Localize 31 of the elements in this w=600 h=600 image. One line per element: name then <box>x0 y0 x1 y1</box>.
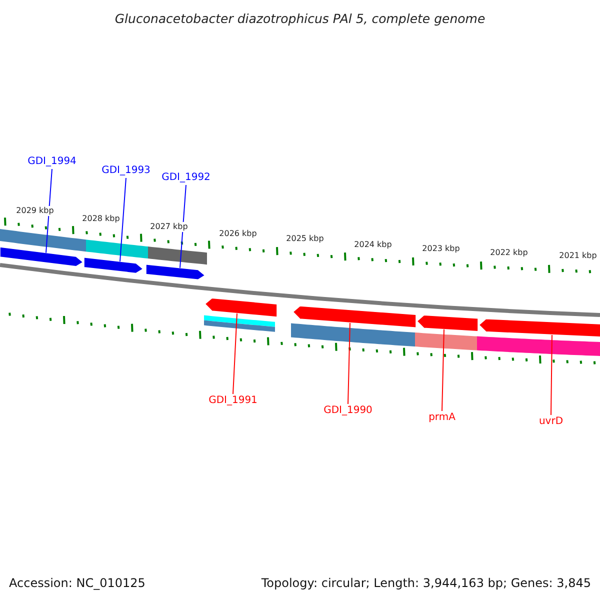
leader-line <box>46 168 52 254</box>
gene-feature <box>416 314 478 332</box>
scale-label: 2029 kbp <box>16 206 54 216</box>
genome-summary: Topology: circular; Length: 3,944,163 bp; Genes: 3,845 <box>261 575 591 592</box>
scale-label: 2025 kbp <box>286 234 324 244</box>
gene-label: GDI_1991 <box>208 394 258 408</box>
scale-label: 2024 kbp <box>354 240 392 250</box>
gene-feature <box>84 256 144 274</box>
scale-label: 2026 kbp <box>219 228 257 239</box>
scale-label: 2027 kbp <box>150 222 188 232</box>
scale-label: 2021 kbp <box>559 251 597 262</box>
gene-feature <box>204 298 278 318</box>
leader-line <box>232 312 238 394</box>
gene-label: GDI_1990 <box>324 404 372 418</box>
leader-line <box>550 334 552 416</box>
scale-label: 2023 kbp <box>422 244 460 254</box>
gene-feature <box>146 264 206 280</box>
gene-label: GDI_1993 <box>102 164 150 178</box>
scale-label: 2028 kbp <box>82 214 120 224</box>
title: Gluconacetobacter diazotrophicus PAl 5, complete genome <box>114 10 486 28</box>
leader-line <box>442 328 444 412</box>
gene-label: GDI_1994 <box>28 155 76 169</box>
gene-label: GDI_1992 <box>162 171 210 185</box>
leader-line <box>120 178 126 262</box>
leader-line <box>348 322 350 404</box>
accession-label: Accession: NC_010125 <box>9 575 146 592</box>
gene-label: uvrD <box>538 415 564 429</box>
leader-line <box>180 184 186 268</box>
gene-feature <box>0 246 84 267</box>
scale-label: 2022 kbp <box>490 248 528 258</box>
gene-label: prmA <box>428 411 456 425</box>
